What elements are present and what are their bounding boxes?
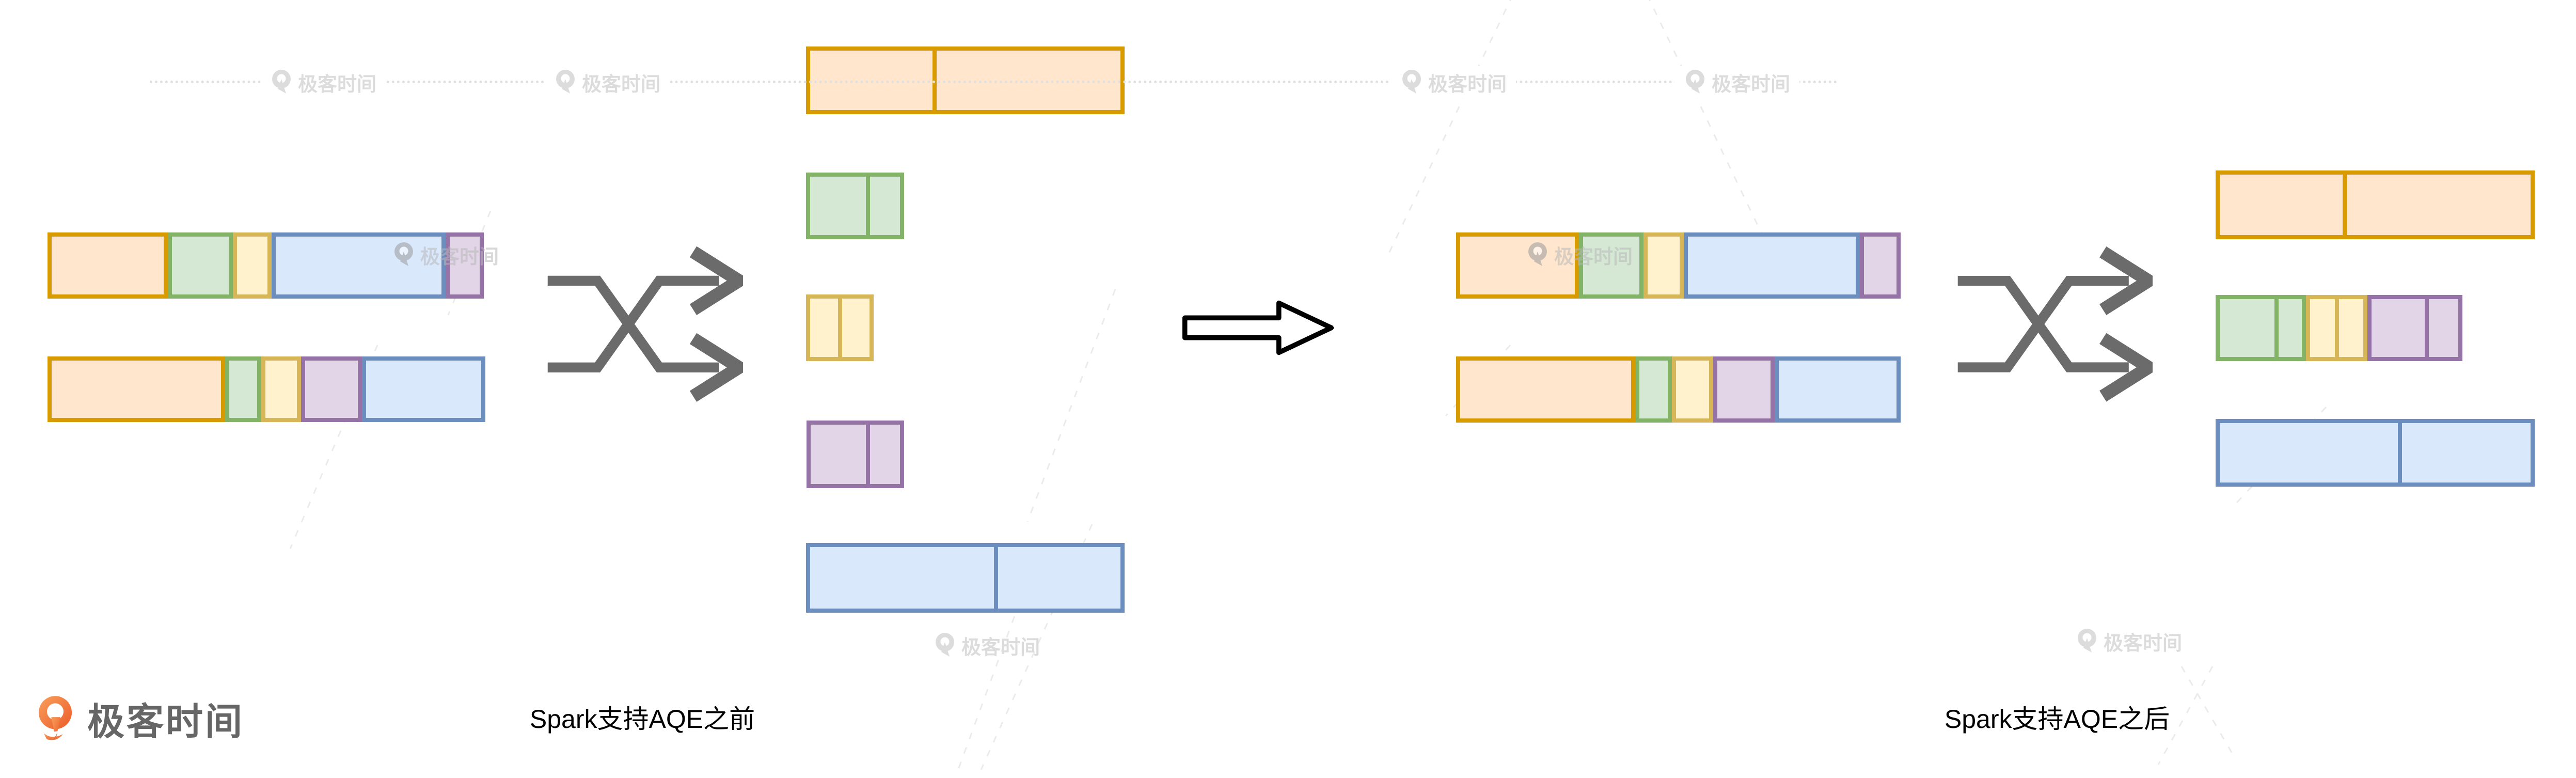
geektime-watermark-icon — [1686, 69, 1704, 94]
geektime-watermark: 极客时间 — [1674, 66, 1800, 99]
watermark-text: 极客时间 — [2104, 633, 2183, 655]
watermark-text: 极客时间 — [1428, 74, 1507, 96]
watermark-text: 极客时间 — [420, 246, 499, 268]
geektime-logo-icon — [38, 695, 72, 740]
label-before: Spark支持AQE之前 — [529, 705, 755, 734]
geektime-watermark: 极客时间 — [2076, 627, 2182, 656]
partition-bar — [806, 46, 1125, 114]
watermark-text: 极客时间 — [961, 637, 1040, 659]
geektime-watermark: 极客时间 — [934, 631, 1040, 660]
partition-bar — [2216, 170, 2535, 239]
watermark-text: 极客时间 — [298, 74, 377, 96]
geektime-watermark-icon — [936, 632, 954, 657]
partition-bar — [2216, 295, 2462, 361]
dotted-guide-line — [150, 81, 1838, 83]
watermark-text: 极客时间 — [582, 74, 661, 96]
watermark-text: 极客时间 — [1554, 246, 1633, 268]
partition-bar — [1456, 232, 1901, 299]
shuffle-icon — [547, 246, 743, 402]
partition-bar — [48, 356, 485, 422]
geektime-watermark: 极客时间 — [545, 66, 670, 99]
watermark-text: 极客时间 — [1712, 74, 1791, 96]
geektime-watermark: 极客时间 — [1526, 241, 1633, 269]
transform-arrow-icon — [1182, 300, 1334, 355]
brand-name: 极客时间 — [87, 702, 245, 743]
geektime-watermark-icon — [1402, 69, 1421, 94]
geektime-watermark-icon — [556, 69, 575, 94]
geektime-brand: 极客时间 — [38, 691, 244, 745]
partition-bar — [806, 173, 904, 239]
partition-bar — [807, 421, 904, 488]
geektime-watermark-icon — [2078, 628, 2096, 652]
geektime-watermark: 极客时间 — [261, 66, 386, 99]
geektime-watermark-icon — [272, 69, 291, 94]
geektime-watermark-icon — [394, 242, 413, 266]
geektime-watermark-icon — [1528, 242, 1547, 266]
partition-bar — [806, 294, 874, 361]
partition-bar — [806, 543, 1125, 613]
geektime-watermark: 极客时间 — [1391, 66, 1516, 99]
geektime-watermark: 极客时间 — [392, 241, 499, 269]
label-after: Spark支持AQE之后 — [1944, 705, 2170, 734]
partition-bar — [2216, 419, 2535, 487]
shuffle-icon — [1957, 246, 2153, 402]
partition-bar — [1456, 356, 1901, 423]
